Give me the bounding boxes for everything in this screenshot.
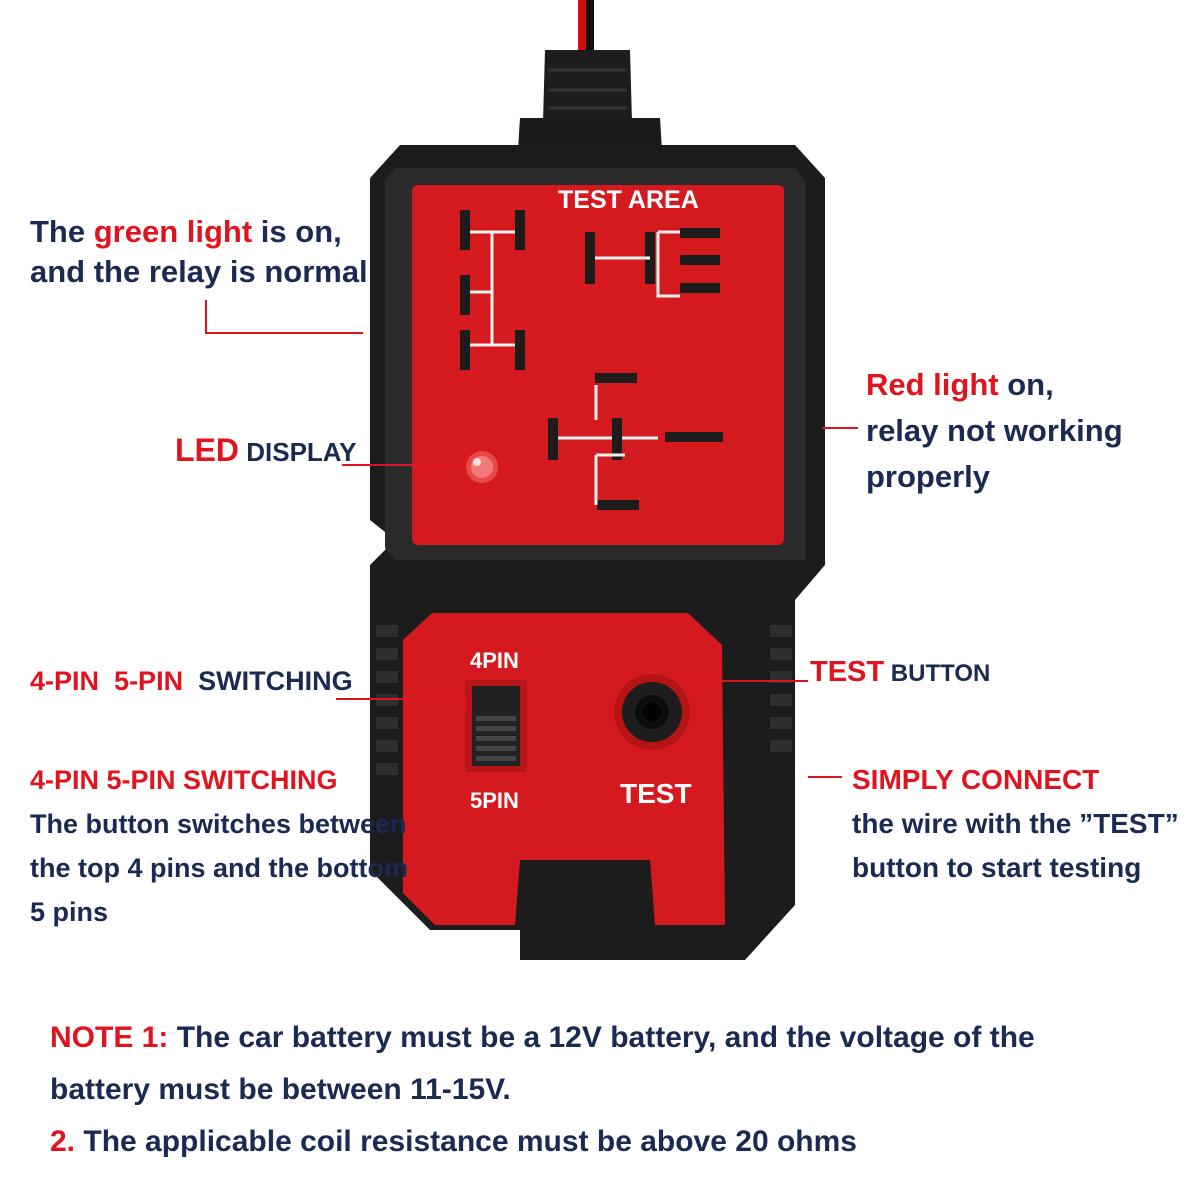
pin5-label: 5PIN — [470, 788, 519, 813]
test-button-leader-h — [700, 680, 808, 682]
note1-line2: battery must be between 11-15V. — [50, 1073, 511, 1106]
red-light-line3: properly — [866, 459, 991, 494]
simply-connect-line2: button to start testing — [852, 852, 1142, 883]
switching-desc-line1: The button switches between — [30, 809, 407, 839]
green-light-callout: The green light is on, and the relay is … — [30, 212, 368, 292]
red-light-callout: Red light on, relay not working properly — [866, 362, 1123, 500]
switching-desc-title: 4-PIN 5-PIN SWITCHING — [30, 765, 338, 795]
green-light-leader-v — [205, 300, 207, 334]
notes-section: NOTE 1: The car battery must be a 12V ba… — [50, 1012, 1035, 1168]
switching-desc-line3: 5 pins — [30, 897, 109, 927]
green-light-line2: and the relay is normal — [30, 254, 368, 289]
pin4-label: 4PIN — [470, 648, 519, 673]
green-light-line1: The green light is on, — [30, 214, 342, 249]
test-area-label: TEST AREA — [558, 186, 699, 214]
relay-socket-left — [460, 210, 525, 370]
switching-leader-h — [336, 698, 466, 700]
simply-connect-leader — [808, 776, 842, 778]
switching-callout: 4-PIN 5-PIN SWITCHING — [30, 666, 353, 696]
simply-connect-line1: the wire with the ”TEST” — [852, 808, 1179, 839]
led-display-callout: LED DISPLAY — [175, 432, 357, 468]
switching-leader-v — [464, 698, 466, 712]
green-light-leader-h — [205, 332, 363, 334]
red-light-line1: Red light on, — [866, 367, 1054, 402]
test-label: TEST — [620, 778, 692, 809]
switching-desc-line2: the top 4 pins and the bottom — [30, 853, 408, 883]
note2-line: 2. The applicable coil resistance must b… — [50, 1125, 857, 1158]
switching-description: 4-PIN 5-PIN SWITCHING The button switche… — [30, 758, 408, 934]
test-button-callout: TEST BUTTON — [810, 656, 991, 688]
relay-socket-right-bottom — [548, 373, 723, 510]
red-light-line2: relay not working — [866, 413, 1123, 448]
simply-connect-title: SIMPLY CONNECT — [852, 764, 1100, 795]
red-light-leader — [822, 427, 858, 429]
note1-line1: NOTE 1: The car battery must be a 12V ba… — [50, 1021, 1035, 1054]
cable-strain-relief — [543, 50, 632, 122]
test-area-panel — [412, 185, 784, 545]
simply-connect-callout: SIMPLY CONNECT the wire with the ”TEST” … — [852, 758, 1179, 890]
led-leader — [342, 464, 462, 466]
